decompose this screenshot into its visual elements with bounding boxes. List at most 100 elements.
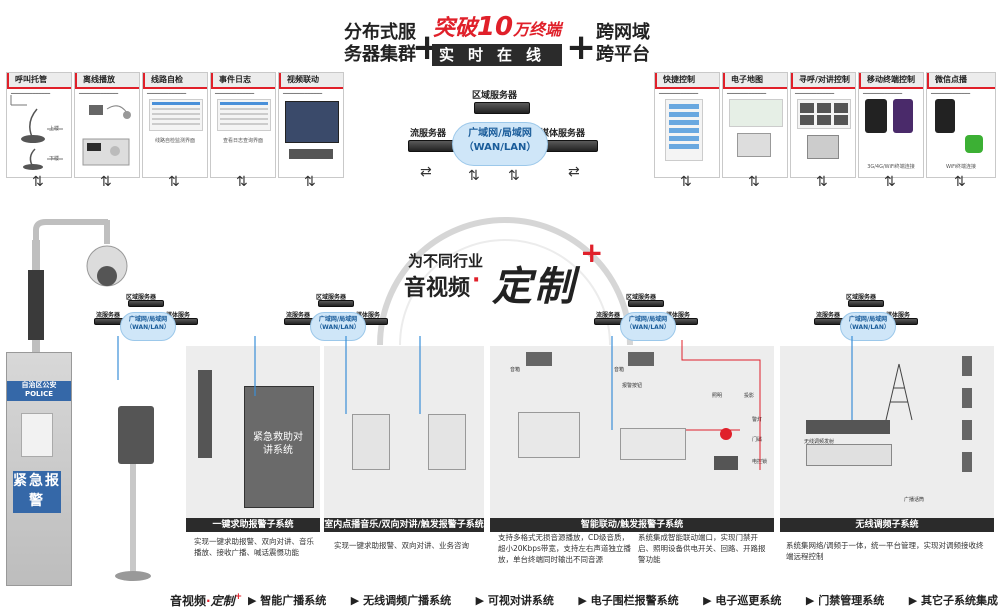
linkage-terminal-1 <box>518 412 580 458</box>
panel-title: 快捷控制 <box>663 75 695 84</box>
headline-left-line1: 分布式服 <box>344 22 416 43</box>
section-desc-emergency: 实现一键求助报警、双向对讲、音乐播放、接收广播、喊话震慑功能 <box>194 537 314 557</box>
cluster-region-label: 区域服务器 <box>626 294 657 301</box>
selfcheck-caption: 线路自检监测界面 <box>154 138 195 144</box>
panel-title: 电子地图 <box>731 75 763 84</box>
panel-electronic-map: 电子地图 ━━━━━━━━━━━━━ <box>722 72 788 178</box>
electric-lock-icon <box>714 456 738 470</box>
cluster-cloud-line1: 广域网/局域网 <box>628 316 668 323</box>
phone-icon <box>893 99 913 133</box>
column-speaker-icon <box>198 370 212 458</box>
section-desc-linkage-left: 支持多格式无损音源播放，CD级音质，超小20Kbps带宽，支持左右声道独立播放，… <box>498 533 631 564</box>
updown-arrow-icon: ⇅ <box>468 168 480 184</box>
panel-title: 事件日志 <box>219 75 251 84</box>
updown-arrow-icon: ⇅ <box>954 174 966 190</box>
headline-right-line2: 跨平台 <box>596 44 650 65</box>
pillar-sign-en: POLICE <box>24 390 54 398</box>
section-title-indoor: 室内点播音乐/双向对讲/触发报警子系统 <box>324 518 484 532</box>
cluster-region-label: 区域服务器 <box>316 294 347 301</box>
fm-label: 无线调频发射 <box>804 439 835 445</box>
cabinet-label: 紧急救助对讲系统 <box>253 432 303 456</box>
street-pole-graphic <box>28 219 151 581</box>
cluster-region-server-icon <box>318 300 354 307</box>
cluster-stream-label: 流服务器 <box>596 312 621 319</box>
logo-dot: · <box>472 268 481 293</box>
paging-console <box>807 135 839 159</box>
footer-item: ▶ 其它子系统集成 <box>908 594 998 607</box>
panel-title: 呼叫托管 <box>15 75 47 84</box>
paging-screen <box>797 99 851 129</box>
cluster-region-server-icon <box>848 300 884 307</box>
section-panel-indoor <box>324 346 484 532</box>
cluster-stream-label: 流服务器 <box>286 312 311 319</box>
eventlog-screen <box>217 99 271 131</box>
section-title-emergency: 一键求助报警子系统 <box>186 518 320 532</box>
cloud-line1: 广域网/局域网 <box>468 128 532 139</box>
footer-brand-b: 定制 <box>210 594 235 608</box>
updown-arrow-icon: ⇅ <box>748 174 760 190</box>
fm-receiver-icon <box>806 444 892 466</box>
cluster-cloud: 广域网/局域网（WAN/LAN） <box>840 312 896 341</box>
headline-left: 分布式服 务器集群 <box>344 22 416 66</box>
panel-title: 移动终端控制 <box>867 75 915 84</box>
cluster-cloud-line2: （WAN/LAN） <box>316 324 360 331</box>
section-title-fm: 无线调频子系统 <box>780 518 994 532</box>
selfcheck-screen <box>149 99 203 131</box>
linkage-label: 门磁 <box>752 437 763 443</box>
map-terminal <box>737 133 771 157</box>
panel-title: 视频联动 <box>287 75 319 84</box>
pillar-speaker-panel <box>21 413 53 457</box>
video-recorder <box>289 149 333 159</box>
footer-brand: 音视频·定制+ <box>170 592 242 609</box>
cluster-stream-label: 流服务器 <box>96 312 121 319</box>
speaker-icon <box>628 352 654 366</box>
linkage-label: 警灯 <box>752 417 763 423</box>
quickcontrol-screen <box>665 99 703 161</box>
panel-title: 微信点播 <box>935 75 967 84</box>
section-title-linkage: 智能联动/触发报警子系统 <box>490 518 774 532</box>
intercom-box-icon <box>118 406 154 464</box>
footer-item: ▶ 无线调频广播系统 <box>350 594 452 607</box>
footer-systems: ▶ 智能广播系统 ▶ 无线调频广播系统 ▶ 可视对讲系统 ▶ 电子围栏报警系统 … <box>248 592 998 608</box>
indoor-intercom-terminal <box>428 414 466 470</box>
cluster-cloud-line1: 广域网/局域网 <box>318 316 358 323</box>
speaker-icon <box>526 352 552 366</box>
linkage-label: 音箱 <box>614 367 625 373</box>
player-device-icon <box>82 105 131 166</box>
linkage-label: 投影 <box>744 393 755 399</box>
map-screen <box>729 99 783 127</box>
logo-plus: + <box>580 236 604 269</box>
headline-mid-b: 10 <box>476 12 514 42</box>
footer-item: ▶ 门禁管理系统 <box>805 594 885 607</box>
plus-icon: + <box>566 27 597 68</box>
section-panel-emergency: 紧急救助对讲系统 <box>186 346 320 532</box>
cluster-cloud: 广域网/局域网（WAN/LAN） <box>310 312 366 341</box>
updown-arrow-icon: ⇅ <box>884 174 896 190</box>
updown-arrow-icon: ⇅ <box>304 174 316 190</box>
wan-lan-cloud: 广域网/局域网 （WAN/LAN） <box>452 122 548 166</box>
section-panel-fm <box>780 346 994 532</box>
section-desc-linkage-right: 系统集成智能联动端口，实现门禁开启、照明设备供电开关、回路、开路报警功能 <box>638 533 766 564</box>
footer-brand-plus: + <box>234 592 243 602</box>
pillar-alarm-label: 紧急报警 <box>13 471 61 513</box>
footer-item: ▶ 电子巡更系统 <box>703 594 782 607</box>
panel-paging-intercom: 寻呼/对讲控制 ━━━━━━━━━━━━━ <box>790 72 856 178</box>
headline-mid-c: 万终端 <box>513 20 562 39</box>
headline-right-line1: 跨网域 <box>596 22 650 43</box>
label-media-server: 媒体服务器 <box>540 129 586 139</box>
tablet-icon <box>865 99 887 133</box>
microphone-icon <box>10 95 63 170</box>
panel-video-linkage: 视频联动 ━━━━━━━━━━━━━ <box>278 72 344 178</box>
cluster-cloud: 广域网/局域网（WAN/LAN） <box>620 312 676 341</box>
updown-arrow-icon: ⇅ <box>816 174 828 190</box>
cluster-stream-label: 流服务器 <box>816 312 841 319</box>
panel-event-log: 事件日志 ━━━━━━━━━━━━━ 查看日志查询界面 <box>210 72 276 178</box>
wechat-caption: WiFi终端连接 <box>945 164 977 170</box>
panel-offline-play: 离线播放 ━━━━━━━━━━━━━ <box>74 72 140 178</box>
pillar-sign: 自治区公安 <box>21 381 57 389</box>
cluster-cloud-line2: （WAN/LAN） <box>846 324 890 331</box>
